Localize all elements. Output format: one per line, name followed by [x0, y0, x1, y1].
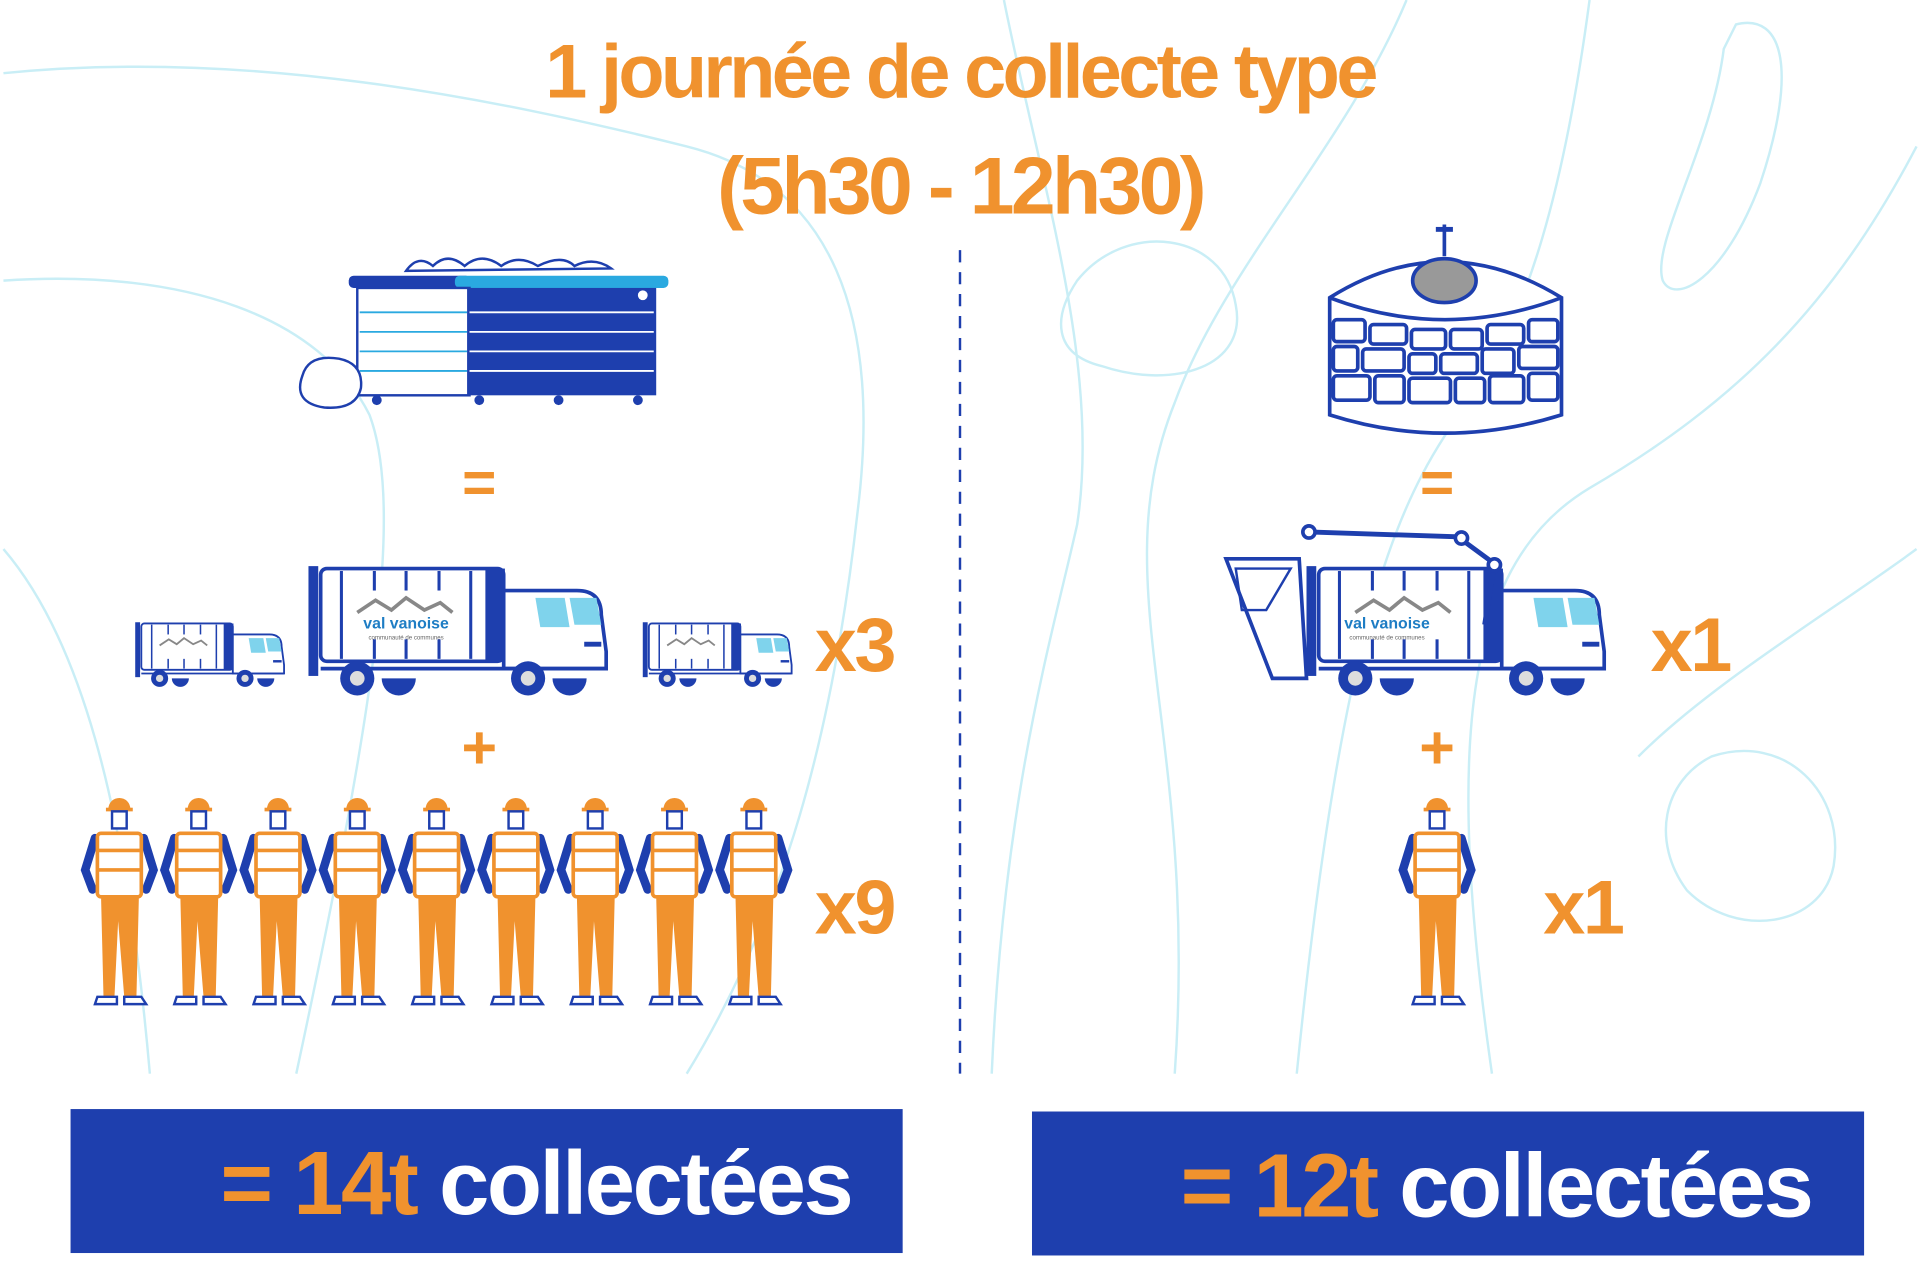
worker-icon	[164, 798, 232, 1004]
large-truck: val vanoise communauté de communes	[306, 564, 609, 698]
right-truck-count: x1	[1651, 604, 1731, 688]
small-truck-right	[641, 621, 793, 688]
right-result-prefix: =	[1181, 1135, 1254, 1236]
worker-icon	[402, 798, 470, 1004]
right-plus-sign: +	[1419, 714, 1455, 782]
workers-group	[85, 798, 788, 1004]
truck-logo-subtext: communauté de communes	[368, 634, 443, 641]
right-result-value: 12t	[1253, 1135, 1378, 1236]
title-line-1: 1 journée de collecte type	[545, 31, 1376, 115]
worker-icon	[1403, 798, 1471, 1004]
truck-logo-text: val vanoise	[363, 615, 449, 632]
title-line-2: (5h30 - 12h30)	[717, 142, 1203, 232]
right-equals-sign: =	[1420, 451, 1454, 516]
left-result-prefix: =	[220, 1133, 293, 1234]
right-result-suffix: collectées	[1377, 1135, 1812, 1236]
dumpster-illustration	[298, 257, 669, 409]
truck-logo-text: val vanoise	[1344, 615, 1430, 632]
left-truck-count: x3	[815, 604, 895, 688]
worker-icon	[561, 798, 629, 1004]
crane-truck: val vanoise communauté de communes	[1223, 524, 1607, 698]
left-result-value: 14t	[293, 1133, 418, 1234]
worker-icon	[244, 798, 312, 1004]
right-result-text: = 12t collectées	[1067, 1135, 1879, 1236]
truck-logo-subtext: communauté de communes	[1349, 634, 1424, 641]
right-worker-count: x1	[1543, 866, 1623, 950]
worker-icon	[720, 798, 788, 1004]
right-result-banner	[1031, 1111, 1865, 1256]
worker-icon	[482, 798, 550, 1004]
buried-container-illustration	[1327, 224, 1564, 435]
left-equals-sign: =	[462, 451, 496, 516]
small-truck-left	[134, 621, 285, 688]
worker-icon	[85, 798, 153, 1004]
worker-icon	[640, 798, 708, 1004]
left-plus-sign: +	[461, 714, 497, 782]
left-result-text: = 14t collectées	[107, 1133, 919, 1234]
worker-icon	[323, 798, 391, 1004]
left-result-banner	[70, 1109, 903, 1254]
left-result-suffix: collectées	[416, 1133, 851, 1234]
left-worker-count: x9	[815, 866, 895, 950]
